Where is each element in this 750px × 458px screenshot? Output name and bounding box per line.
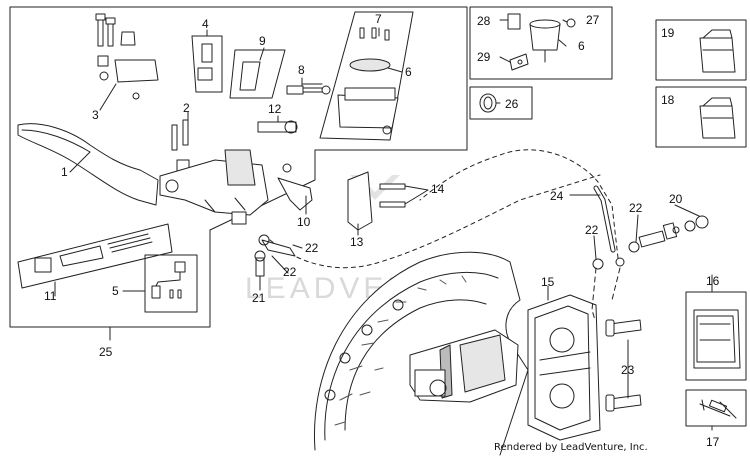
- callout-14: 14: [431, 182, 445, 196]
- callout-7: 7: [375, 12, 382, 26]
- leader-lines: [54, 19, 713, 431]
- piston-kit: [17, 223, 173, 289]
- brake-hose: [419, 149, 625, 267]
- callout-6-reservoir: 6: [405, 65, 412, 79]
- spacer-set: [191, 35, 223, 93]
- callout-labels: 1 2 3 4 5 6 6 7 8 9 10 11 12 13 14 15 16…: [44, 12, 720, 449]
- callout-21: 21: [252, 291, 266, 305]
- master-cylinder-body: [159, 149, 269, 225]
- pin-kit-17: [685, 389, 747, 427]
- switch-bracket: [229, 49, 286, 99]
- brake-light-sensor: [144, 254, 198, 313]
- callout-10: 10: [297, 215, 311, 229]
- callout-22-upper: 22: [305, 241, 319, 255]
- callout-3: 3: [92, 108, 99, 122]
- callout-22-hose-right: 22: [629, 201, 643, 215]
- lever-pivot-hardware: [95, 13, 159, 100]
- callout-25: 25: [99, 345, 113, 359]
- clamp-and-bolts: [277, 163, 406, 231]
- copper-washers: [592, 241, 640, 270]
- spring-kit: [286, 83, 331, 95]
- bush-group-frame: [469, 86, 533, 120]
- callout-27: 27: [586, 13, 600, 27]
- callout-19: 19: [661, 26, 675, 40]
- credit-text: Rendered by LeadVenture, Inc.: [494, 442, 648, 453]
- callout-26: 26: [505, 97, 519, 111]
- hose-route: [269, 174, 601, 269]
- callout-17: 17: [706, 435, 720, 449]
- callout-22-hose-left: 22: [585, 223, 599, 237]
- callout-8: 8: [298, 63, 305, 77]
- callout-5: 5: [112, 284, 119, 298]
- kit-18: [655, 86, 747, 148]
- reservoir-group-frame: [469, 6, 613, 80]
- callout-1: 1: [61, 165, 68, 179]
- callout-28: 28: [477, 14, 491, 28]
- fork-bracket: [409, 329, 519, 403]
- callout-4: 4: [202, 17, 209, 31]
- callout-16: 16: [706, 274, 720, 288]
- caliper-bolts: [605, 319, 642, 412]
- callout-11: 11: [44, 289, 57, 303]
- master-cylinder-group-frame: [9, 6, 468, 328]
- pin-screws: [171, 119, 190, 177]
- callout-18: 18: [661, 93, 675, 107]
- callout-24: 24: [550, 189, 564, 203]
- brake-caliper: [527, 294, 601, 441]
- reservoir-assembly: [319, 11, 414, 141]
- callout-13: 13: [350, 235, 364, 249]
- fittings: [254, 234, 296, 277]
- brake-pads-kit-16: [685, 291, 747, 381]
- callout-23: 23: [621, 363, 635, 377]
- callout-15: 15: [541, 275, 555, 289]
- banjo-bolt-assembly: [638, 215, 709, 248]
- callout-2: 2: [183, 101, 190, 115]
- callout-20: 20: [669, 192, 683, 206]
- callout-6-cap: 6: [578, 39, 585, 53]
- brake-lever: [17, 123, 159, 206]
- callout-12: 12: [268, 102, 282, 116]
- reservoir-parts: [507, 13, 576, 71]
- brake-switch: [257, 120, 298, 134]
- callout-29: 29: [477, 50, 491, 64]
- kit-19: [655, 19, 747, 81]
- callout-22-lower: 22: [283, 265, 297, 279]
- callout-9: 9: [259, 34, 266, 48]
